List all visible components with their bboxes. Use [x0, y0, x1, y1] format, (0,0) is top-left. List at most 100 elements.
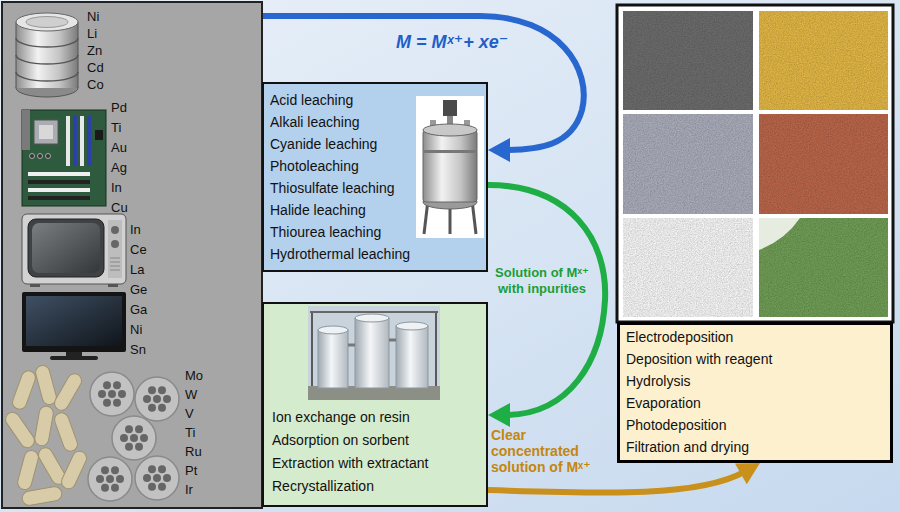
capacitor [46, 154, 51, 159]
catalyst-pellet [52, 371, 84, 413]
element-symbols: In Ce La Ge Ga Ni Sn [130, 220, 147, 360]
panel-fill [1, 1, 263, 509]
io-panel [22, 110, 30, 150]
battery-top-inner [26, 17, 68, 28]
catalyst-pellet [34, 364, 58, 406]
powder-photo [759, 114, 888, 214]
method-item: Adsorption on sorbent [272, 429, 428, 452]
battery-seam [16, 72, 78, 81]
method-item: Photoleaching [270, 155, 410, 177]
symbol-group: Ni Li Zn Cd Co [87, 8, 104, 93]
plant-photo-ground [308, 306, 440, 400]
plant-scaffold [310, 311, 438, 313]
battery-edge [78, 22, 79, 88]
reactor-photo-ground [416, 96, 484, 238]
reactor-lid [423, 124, 477, 136]
plant-pipe [348, 344, 355, 347]
crt-vent [110, 266, 120, 267]
honeycomb-catalyst [135, 377, 179, 421]
crt-knob [111, 240, 119, 248]
reactor-vessel [423, 130, 477, 202]
plant-scaffold [311, 312, 313, 386]
leaching-box: Acid leachingAlkali leachingCyanide leac… [262, 82, 488, 272]
edge-label: Clear concentrated solution of Mˣ⁺ [491, 427, 613, 475]
method-item: Thiosulfate leaching [270, 177, 410, 199]
edge-label-box: Solution of Mˣ⁺ with inpurities [489, 265, 595, 297]
symbol-group: Pd Ti Au Ag In Cu [111, 98, 128, 218]
element-symbols: Mo W V Ti Ru Pt Ir [185, 366, 203, 499]
item-list: ElectrodepositionDeposition with reagent… [626, 326, 772, 458]
monitor-screen [26, 296, 122, 346]
honeycomb-catalyst [135, 456, 179, 500]
catalyst-pellet [16, 449, 40, 491]
crt-vent [110, 262, 120, 263]
powder-highlight [759, 218, 800, 250]
box-fill [262, 302, 488, 507]
honeycomb-catalyst [112, 416, 156, 460]
catalyst-pellet [34, 405, 55, 447]
powder-photo [623, 218, 753, 317]
crt-screen [32, 223, 100, 273]
crt-knob [111, 226, 119, 234]
capacitor [38, 154, 43, 159]
symbol-group: Mo W V Ti Ru Pt Ir [185, 366, 203, 499]
motherboard [22, 110, 106, 206]
method-item: Halide leaching [270, 199, 410, 221]
crt-vent [110, 270, 120, 271]
edge-label: M = Mˣ⁺+ xe⁻ [396, 31, 546, 53]
method-item: Deposition with reagent [626, 348, 772, 370]
crt-vent [110, 258, 120, 259]
catalyst-pellet [53, 411, 80, 453]
box-fill [262, 82, 488, 272]
method-item: Filtration and drying [626, 436, 772, 458]
expansion-slot [28, 172, 90, 176]
plant-pipe [389, 339, 396, 342]
crt-foot [108, 284, 118, 287]
crt-bezel [28, 219, 104, 277]
powder-photo [623, 114, 753, 214]
powder-photo [623, 11, 753, 110]
recovery-box: ElectrodepositionDeposition with reagent… [617, 322, 893, 463]
chip [95, 130, 103, 140]
reactor-band [423, 150, 477, 153]
catalyst-pellet [21, 486, 63, 507]
battery-top [16, 13, 78, 31]
edge-label-box: M = Mˣ⁺+ xe⁻ [396, 31, 546, 53]
element-symbols: Pd Ti Au Ag In Cu [111, 98, 128, 218]
expansion-slot [28, 180, 90, 184]
ram-slot [73, 116, 77, 166]
battery-seam [16, 38, 78, 47]
method-item: Cyanide leaching [270, 133, 410, 155]
plant-tank [396, 326, 428, 388]
edge-label-box: Clear concentrated solution of Mˣ⁺ [491, 427, 613, 475]
method-item: Thiourea leaching [270, 221, 410, 243]
battery-edge [16, 22, 17, 88]
expansion-slot [28, 188, 90, 192]
arrow-head [488, 138, 510, 162]
battery-seam [16, 55, 78, 64]
catalyst-pellet [11, 369, 38, 411]
flat-monitor [22, 292, 126, 352]
expansion-slot [28, 196, 90, 200]
reactor-motor [443, 100, 457, 116]
powder-photo [759, 11, 888, 110]
symbol-group: In Ce La Ge Ga Ni Sn [130, 220, 147, 360]
method-item: Extraction with extractant [272, 452, 428, 475]
monitor-base [50, 356, 98, 360]
purification-box: Ion exchange on resinAdsorption on sorbe… [262, 302, 488, 507]
flow-arrow [263, 16, 584, 162]
ram-slot [66, 116, 70, 166]
edge-label: Solution of Mˣ⁺ with inpurities [489, 265, 595, 297]
battery-body [16, 22, 78, 88]
cpu-socket [34, 120, 58, 144]
monitor-stand [66, 352, 82, 356]
method-item: Ion exchange on resin [272, 406, 428, 429]
catalyst-pellet [59, 449, 89, 491]
element-symbols: Ni Li Zn Cd Co [87, 8, 104, 93]
plant-scaffold [435, 312, 437, 386]
plant-tank-top [318, 326, 348, 334]
source-panel: Ni Li Zn Cd Co Pd Ti Au Ag In CuIn Ce La … [1, 1, 263, 509]
ram-slot [80, 116, 84, 166]
plant-tank-top [396, 322, 428, 330]
crt-controls [108, 220, 122, 278]
